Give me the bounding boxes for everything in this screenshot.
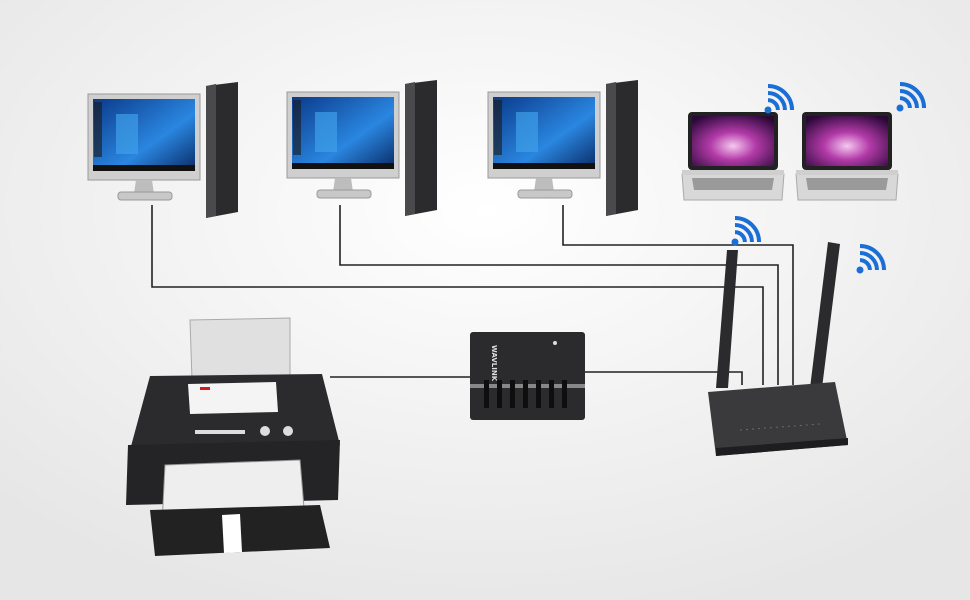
paper-tray-input xyxy=(189,317,291,381)
cable-pc3-router xyxy=(562,205,794,385)
print-server: WAVLINK xyxy=(470,332,585,420)
printer xyxy=(126,317,340,556)
router-antenna xyxy=(716,250,738,388)
cable-pc2-router xyxy=(339,205,779,385)
status-light xyxy=(200,387,210,390)
wireless-router xyxy=(708,242,848,456)
cable-pc1-router xyxy=(151,205,764,385)
router-antenna xyxy=(810,242,840,388)
laptop-1 xyxy=(681,111,785,201)
print-server-logo: WAVLINK xyxy=(490,345,498,382)
laptop-2 xyxy=(795,111,899,201)
cable-printserver-router xyxy=(585,371,743,385)
network-cables xyxy=(151,205,794,385)
